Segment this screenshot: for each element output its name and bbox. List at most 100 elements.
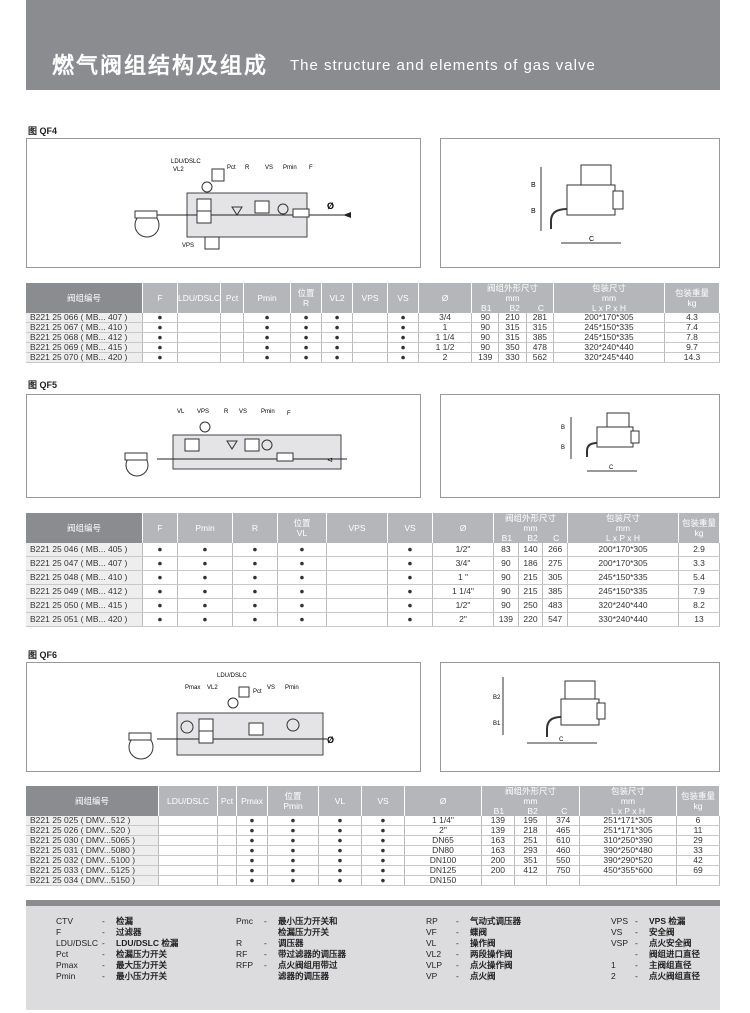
table-cell-pmin: ●: [267, 865, 319, 876]
schematic-label: ⊲: [327, 457, 333, 464]
col-header: B2: [509, 303, 520, 313]
table-cell-phi: 1/2": [432, 543, 494, 557]
schematic-label: LDU/DSLC: [171, 159, 201, 165]
table-cell-B1: 83: [493, 543, 519, 557]
table-cell-R: ●: [290, 352, 323, 363]
table-cell-VPS: [326, 612, 388, 627]
table-cell-code: B221 25 070 ( MB... 420 ): [26, 352, 143, 363]
dim-label: B: [531, 208, 536, 215]
col-header: Ø: [432, 513, 494, 543]
legend-value: 带过滤器的调压器: [278, 949, 347, 959]
legend-item: 2-点火阀组直径: [611, 971, 700, 982]
col-header: VPS: [352, 283, 389, 313]
schematic-label: VS: [267, 685, 275, 691]
table-cell-VS: ●: [387, 598, 433, 613]
table-cell-VPS: [352, 342, 389, 353]
table-cell-VL: ●: [318, 835, 362, 846]
table-cell-C: 610: [546, 835, 580, 846]
table-cell-pct: [220, 313, 245, 323]
dimension-drawing-qf4: B B C: [440, 138, 720, 268]
legend-item: LDU/DSLC- LDU/DSLC 检漏: [56, 938, 178, 949]
col-header: 位置: [284, 791, 302, 801]
table-cell-phi: DN100: [404, 855, 482, 866]
legend-key: VL: [426, 938, 437, 948]
legend-dash: -: [635, 971, 638, 981]
legend-dash: [264, 927, 278, 938]
legend-dash: -: [635, 938, 638, 948]
col-header: 包装重量: [674, 288, 709, 298]
table-cell-B2: 315: [498, 322, 527, 333]
legend-key: 1: [611, 960, 616, 970]
table-cell-C: 550: [546, 855, 580, 866]
table-cell-B1: 163: [481, 845, 515, 856]
col-header: VS: [387, 513, 433, 543]
table-cell-pack: 245*150*335: [567, 584, 679, 599]
col-header: 包装尺寸: [605, 513, 640, 523]
legend-dash: -: [102, 938, 105, 948]
legend-item: Pmin-最小压力开关: [56, 971, 178, 982]
dim-label: C: [609, 465, 614, 471]
legend-key: VLP: [426, 960, 443, 970]
table-cell-phi: 2: [418, 352, 473, 363]
table-cell-code: B221 25 032 ( DMV...5100 ): [26, 855, 159, 866]
table-cell-pct: [217, 816, 237, 826]
legend-key: RF: [236, 949, 248, 959]
table-cell-pmax: ●: [236, 865, 268, 876]
legend-item: Pmc-最小压力开关和: [236, 916, 346, 927]
table-cell-VL: ●: [318, 875, 362, 886]
section-label-qf5: 图 QF5: [28, 380, 58, 390]
table-cell-B2: 215: [518, 584, 544, 599]
table-cell-VL: ●: [318, 865, 362, 876]
legend-dash: -: [264, 949, 267, 959]
col-header: 包装重量: [680, 791, 715, 801]
table-cell-VL: ●: [277, 543, 327, 557]
schematic-label: Pct: [253, 689, 262, 695]
table-cell-B1: 139: [493, 612, 519, 627]
table-cell-pct: [217, 855, 237, 866]
legend-value: 两段操作阀: [470, 949, 513, 959]
table-cell-C: [546, 875, 580, 886]
dimension-drawing-qf5: B B C: [440, 394, 720, 498]
table-cell-wt: 14.3: [664, 352, 720, 363]
table-cell-code: B221 25 049 ( MB... 412 ): [26, 584, 143, 599]
table-cell-B1: 90: [471, 322, 500, 333]
table-cell-C: 275: [542, 556, 568, 571]
legend-value: 检漏压力开关: [278, 927, 330, 937]
table-cell-wt: 13: [678, 612, 720, 627]
table-cell-code: B221 25 031 ( DMV...5080 ): [26, 845, 159, 856]
legend-item: VS-安全阀: [611, 927, 700, 938]
page-title-cn: 燃气阀组结构及组成: [52, 54, 269, 79]
table-cell-C: 478: [526, 342, 555, 353]
table-cell-B1: 163: [481, 835, 515, 846]
col-header: R: [232, 513, 278, 543]
table-cell-ldu: [177, 332, 222, 343]
col-header: Pmin: [283, 801, 303, 811]
table-cell-ldu: [158, 865, 218, 876]
table-cell-code: B221 25 066 ( MB... 407 ): [26, 313, 143, 323]
legend-value: LDU/DSLC 检漏: [116, 938, 179, 948]
table-cell-pct: [217, 845, 237, 856]
col-header: B2: [527, 806, 538, 816]
table-cell-pmin: ●: [267, 825, 319, 836]
table-cell-phi: 2": [432, 612, 494, 627]
table-cell-phi: 1 ": [432, 570, 494, 585]
legend-key: CTV: [56, 916, 73, 926]
table-cell-F: ●: [142, 342, 178, 353]
table-cell-VPS: [352, 352, 389, 363]
table-cell-VS: ●: [361, 855, 405, 866]
legend-key: 2: [611, 971, 616, 981]
table-cell-code: B221 25 068 ( MB... 412 ): [26, 332, 143, 343]
schematic-label: VL2: [173, 167, 184, 173]
legend-value: VPS 检漏: [649, 916, 686, 926]
legend-key: LDU/DSLC: [56, 938, 99, 948]
table-cell-pmin: ●: [243, 322, 292, 333]
table-cell-pack: 310*250*390: [579, 835, 677, 846]
legend-key: VL2: [426, 949, 442, 959]
col-header: L x P x H: [591, 303, 626, 313]
